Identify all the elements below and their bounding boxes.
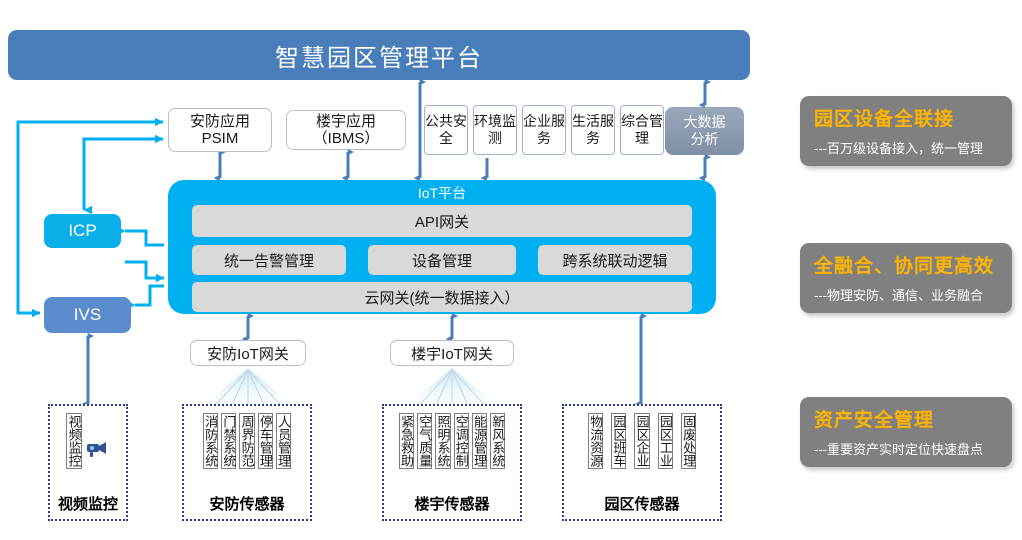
iot-device-management[interactable]: 设备管理 bbox=[368, 245, 516, 275]
app-mini-enterprise-service[interactable]: 企业服务 bbox=[522, 105, 566, 155]
iot-alarm-management[interactable]: 统一告警管理 bbox=[192, 245, 346, 275]
sensor-item: 园区工业 bbox=[657, 413, 673, 469]
gateway-box-building[interactable]: 楼宇IoT网关 bbox=[390, 340, 514, 366]
sensor-item: 周界防范 bbox=[239, 413, 255, 469]
sensor-group-label: 楼宇传感器 bbox=[414, 496, 490, 513]
sensor-item: 照明系统 bbox=[435, 413, 451, 469]
app-mini-label: 生活服务 bbox=[572, 113, 614, 146]
sensor-item: 视频监控 bbox=[66, 413, 82, 469]
app-mini-environment-monitoring[interactable]: 环境监测 bbox=[473, 105, 517, 155]
big-data-line1: 大数据 bbox=[683, 114, 726, 131]
app-box-psim[interactable]: 安防应用 PSIM bbox=[168, 108, 272, 152]
app-mini-label: 企业服务 bbox=[523, 113, 565, 146]
iot-cross-system-logic[interactable]: 跨系统联动逻辑 bbox=[538, 245, 692, 275]
callout-title: 资产安全管理 bbox=[814, 410, 935, 431]
sensor-item: 空气质量 bbox=[417, 413, 433, 469]
sensor-item: 紧急救助 bbox=[398, 413, 414, 469]
iot-device-management-label: 设备管理 bbox=[411, 252, 472, 270]
iot-cloud-gateway[interactable]: 云网关(统一数据接入） bbox=[192, 282, 692, 312]
app-psim-line1: 安防应用 bbox=[189, 112, 250, 130]
iot-cross-system-logic-label: 跨系统联动逻辑 bbox=[562, 252, 668, 270]
callout-title: 园区设备全联接 bbox=[814, 109, 955, 130]
callout-subtitle: ---重要资产实时定位快速盘点 bbox=[814, 442, 983, 457]
app-ibms-label: 楼宇应用（IBMS） bbox=[312, 112, 380, 147]
ivs-box[interactable]: IVS bbox=[44, 297, 131, 333]
callout-title: 全融合、协同更高效 bbox=[814, 256, 995, 277]
sensor-item: 停车管理 bbox=[257, 413, 273, 469]
app-mini-integrated-management[interactable]: 综合管理 bbox=[620, 105, 664, 155]
sensor-group-building: 紧急救助 空气质量 照明系统 空调控制 能源管理 新风系统 楼宇传感器 bbox=[382, 404, 522, 521]
sensor-group-security: 消防系统 门禁系统 周界防范 停车管理 人员管理 安防传感器 bbox=[182, 404, 312, 521]
sensor-item: 能源管理 bbox=[471, 413, 487, 469]
iot-platform-panel: IoT平台 API网关 统一告警管理 设备管理 跨系统联动逻辑 云网关(统一数据… bbox=[168, 180, 716, 314]
sensor-item: 空调控制 bbox=[453, 413, 469, 469]
app-mini-life-service[interactable]: 生活服务 bbox=[571, 105, 615, 155]
callout-subtitle: ---百万级设备接入，统一管理 bbox=[814, 141, 983, 156]
app-box-ibms[interactable]: 楼宇应用（IBMS） bbox=[286, 110, 406, 150]
app-mini-label: 环境监测 bbox=[474, 113, 516, 146]
sensor-item: 新风系统 bbox=[490, 413, 506, 469]
sensor-group-label: 园区传感器 bbox=[604, 496, 680, 513]
icp-label: ICP bbox=[68, 221, 97, 240]
sensor-item: 园区班车 bbox=[611, 413, 627, 469]
sensor-item: 消防系统 bbox=[202, 413, 219, 469]
big-data-analysis-box[interactable]: 大数据 分析 bbox=[665, 107, 744, 155]
callout-card-full-convergence: 全融合、协同更高效 ---物理安防、通信、业务融合 bbox=[800, 243, 1012, 313]
gateway-building-label: 楼宇IoT网关 bbox=[411, 345, 493, 363]
callout-card-device-connectivity: 园区设备全联接 ---百万级设备接入，统一管理 bbox=[800, 96, 1012, 166]
sensor-group-label: 安防传感器 bbox=[209, 496, 285, 513]
sensor-group-park: 物流资源 园区班车 园区企业 园区工业 固废处理 园区传感器 bbox=[562, 404, 722, 521]
sensor-item: 园区企业 bbox=[634, 413, 650, 469]
callout-card-asset-security: 资产安全管理 ---重要资产实时定位快速盘点 bbox=[800, 397, 1012, 467]
sensor-item: 固废处理 bbox=[680, 413, 697, 469]
iot-platform-title: IoT平台 bbox=[417, 185, 467, 201]
icp-box[interactable]: ICP bbox=[44, 214, 121, 248]
gateway-security-label: 安防IoT网关 bbox=[207, 345, 289, 363]
gateway-box-security[interactable]: 安防IoT网关 bbox=[190, 340, 306, 366]
video-camera-icon bbox=[86, 442, 106, 457]
app-psim-line2: PSIM bbox=[201, 130, 239, 147]
sensor-group-video-monitoring: 视频监控 视频监控 bbox=[48, 404, 128, 521]
platform-title-text: 智慧园区管理平台 bbox=[275, 44, 483, 72]
sensor-group-label: 视频监控 bbox=[57, 496, 118, 513]
iot-api-gateway-label: API网关 bbox=[414, 213, 470, 231]
sensor-item: 人员管理 bbox=[275, 413, 292, 469]
app-mini-label: 综合管理 bbox=[621, 113, 663, 146]
sensor-item: 物流资源 bbox=[587, 413, 604, 469]
sensor-item: 门禁系统 bbox=[221, 413, 237, 469]
ivs-label: IVS bbox=[73, 305, 102, 324]
platform-title-banner: 智慧园区管理平台 bbox=[8, 30, 750, 80]
app-mini-label: 公共安全 bbox=[425, 113, 467, 146]
callout-subtitle: ---物理安防、通信、业务融合 bbox=[814, 288, 983, 303]
iot-alarm-management-label: 统一告警管理 bbox=[223, 252, 314, 270]
iot-api-gateway[interactable]: API网关 bbox=[192, 205, 692, 237]
iot-cloud-gateway-label: 云网关(统一数据接入） bbox=[364, 289, 520, 307]
big-data-line2: 分析 bbox=[690, 131, 719, 147]
app-mini-public-safety[interactable]: 公共安全 bbox=[424, 105, 468, 155]
